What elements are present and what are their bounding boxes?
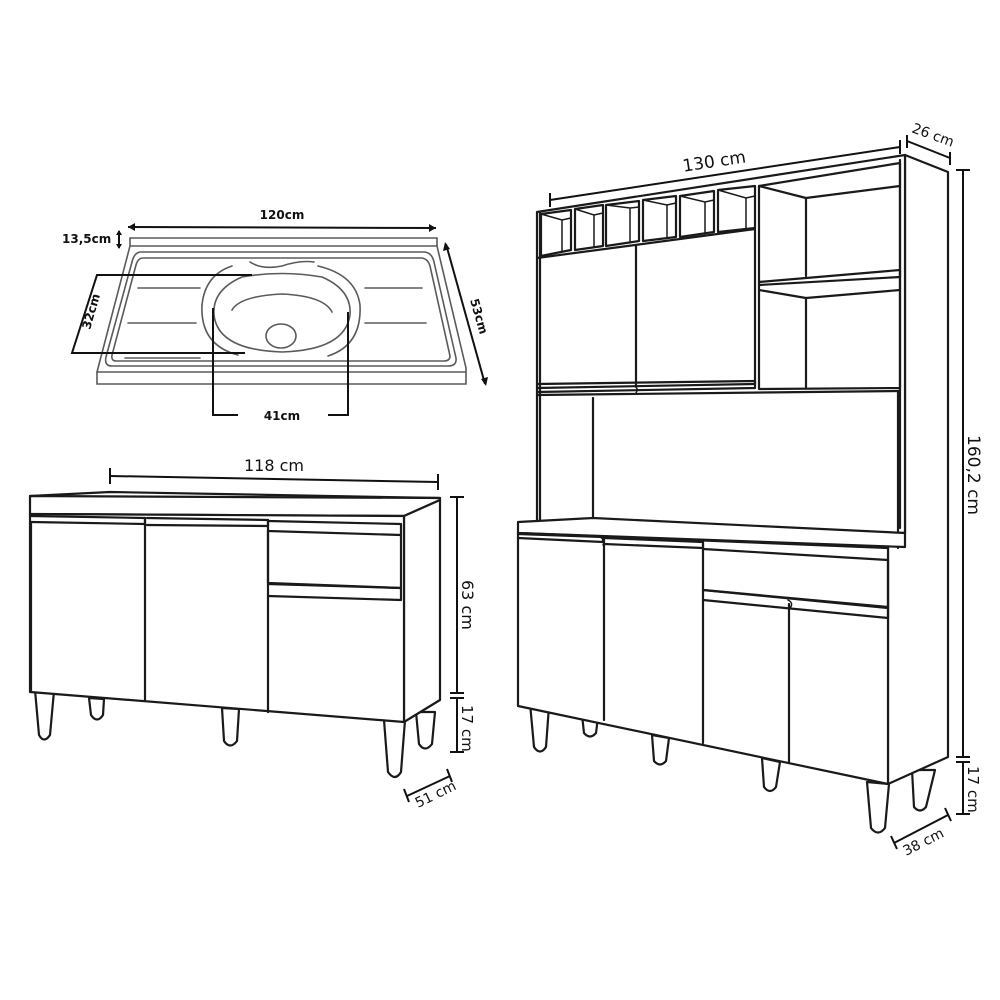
leg [220,706,241,747]
hutch-depth-dimension: 38 cm [890,807,952,860]
sink-width-dimension: 120cm [127,208,437,232]
leg [414,710,437,750]
base-width-label: 118 cm [244,456,304,475]
hutch-height-dimension: 160,2 cm [956,169,983,758]
hutch-legs-dimension: 17 cm [956,761,982,815]
sink-backsplash-dimension: 13,5cm [62,230,122,249]
hutch-top-depth-label: 26 cm [910,121,956,151]
leg [382,718,407,779]
leg [528,701,551,753]
hutch-legs-label: 17 cm [964,766,982,813]
base-height-dimension: 63 cm [450,496,477,694]
leg [650,733,671,766]
leg [910,768,937,812]
leg [33,688,56,741]
base-cabinet-drawing [28,490,442,779]
base-width-dimension: 118 cm [109,456,439,490]
base-legs-label: 17 cm [458,705,476,752]
hutch-height-label: 160,2 cm [963,435,983,515]
hutch-depth-label: 38 cm [901,826,947,860]
sink-basin-width-label: 41cm [264,409,300,423]
sink-width-label: 120cm [260,208,305,222]
sink-basin-width-dimension: 41cm [212,308,349,423]
sink-drawing [96,237,467,385]
leg [87,696,106,721]
leg [865,780,891,834]
sink-basin-depth-label: 32cm [79,292,102,331]
hutch-cabinet-drawing [516,153,950,834]
sink-depth-dimension: 53cm [443,242,491,386]
leg [760,756,782,793]
base-legs-dimension: 17 cm [450,697,476,753]
base-height-label: 63 cm [458,580,477,630]
sink-backsplash-label: 13,5cm [62,232,111,246]
base-depth-dimension: 51 cm [403,768,459,812]
